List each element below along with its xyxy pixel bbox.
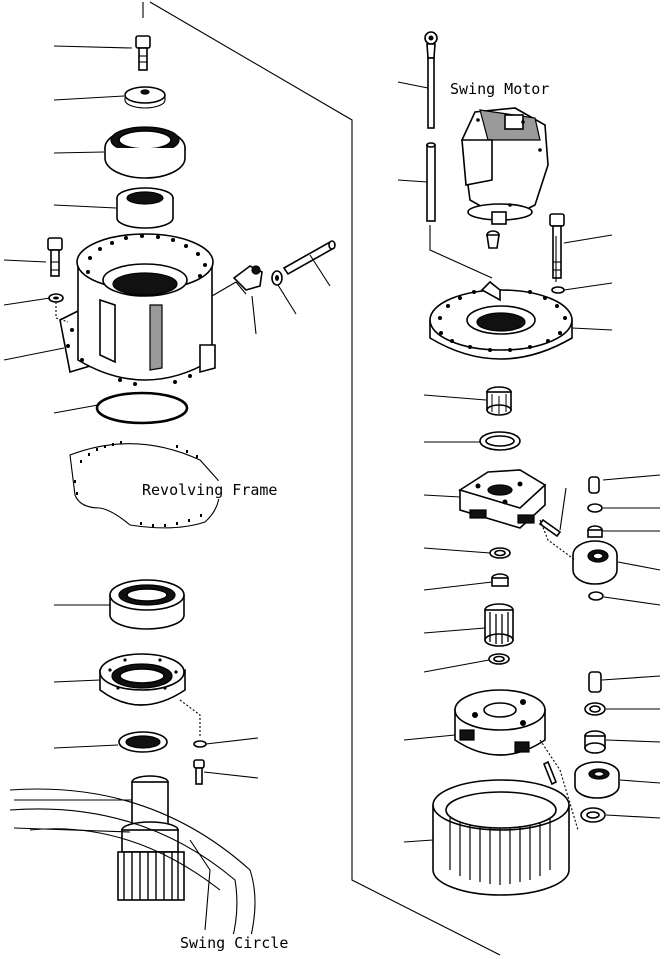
- bushing-mid: [491, 573, 509, 587]
- washer-left: [48, 293, 64, 303]
- bolt-right: [549, 213, 565, 279]
- thrust-washer-lower: [488, 653, 510, 665]
- washer-small-1: [587, 503, 603, 513]
- o-ring: [95, 391, 189, 425]
- seal-ring: [118, 731, 168, 753]
- needle-bearing-1: [587, 525, 603, 538]
- swing-machinery-housing: [59, 233, 216, 386]
- washer-right: [551, 286, 565, 294]
- washer-small-3: [584, 702, 606, 716]
- leader-lines-left: [3, 45, 259, 833]
- pin-carrier-1: [538, 518, 562, 538]
- upper-housing-flange: [429, 280, 573, 360]
- pin-mid: [282, 240, 336, 276]
- swing-motor-label: Swing Motor: [448, 80, 552, 98]
- spacer-ring: [116, 187, 174, 229]
- swing-motor: [461, 107, 549, 225]
- cover-seal: [99, 653, 186, 706]
- planetary-carrier-1: [458, 469, 547, 529]
- connector-dotted: [55, 302, 69, 323]
- ring-gear: [432, 779, 570, 896]
- bolt-top: [135, 35, 151, 71]
- thrust-washer-upper: [479, 431, 521, 451]
- leader-lines-middle: [211, 254, 331, 335]
- swing-circle-ring: [9, 788, 256, 941]
- pin-small-1: [588, 476, 600, 494]
- planet-gear-1: [572, 540, 618, 585]
- washer-small-4: [580, 807, 606, 823]
- needle-bearing-2: [584, 730, 606, 754]
- pin-carrier-2: [542, 760, 558, 786]
- revolving-frame-label: Revolving Frame: [140, 481, 280, 499]
- pin-small-2: [588, 671, 602, 693]
- washer-mid: [271, 270, 283, 286]
- revolving-frame-outline: [69, 441, 220, 529]
- bolt-left: [47, 237, 63, 277]
- plate-washer: [124, 86, 166, 109]
- planetary-carrier-2: [454, 689, 546, 756]
- connectors-right: [539, 236, 579, 831]
- washer-small: [193, 740, 207, 748]
- level-gauge: [424, 31, 438, 222]
- assembly-boundary-lines: [142, 1, 501, 956]
- pinion-shaft: [117, 775, 185, 901]
- leader-lines-right: [397, 81, 661, 843]
- bearing-lower: [109, 579, 185, 630]
- bearing-upper: [104, 126, 186, 179]
- grease-fitting: [486, 230, 500, 249]
- swing-circle-label: Swing Circle: [178, 934, 291, 952]
- connector-dotted-lower: [179, 699, 201, 738]
- sun-gear-lower: [484, 603, 514, 647]
- sun-gear-upper: [486, 386, 512, 416]
- washer-mid-right: [489, 547, 511, 559]
- planet-gear-2: [574, 761, 620, 799]
- sensor-part: [232, 265, 263, 295]
- washer-small-2: [588, 591, 604, 601]
- bolt-small: [193, 759, 205, 785]
